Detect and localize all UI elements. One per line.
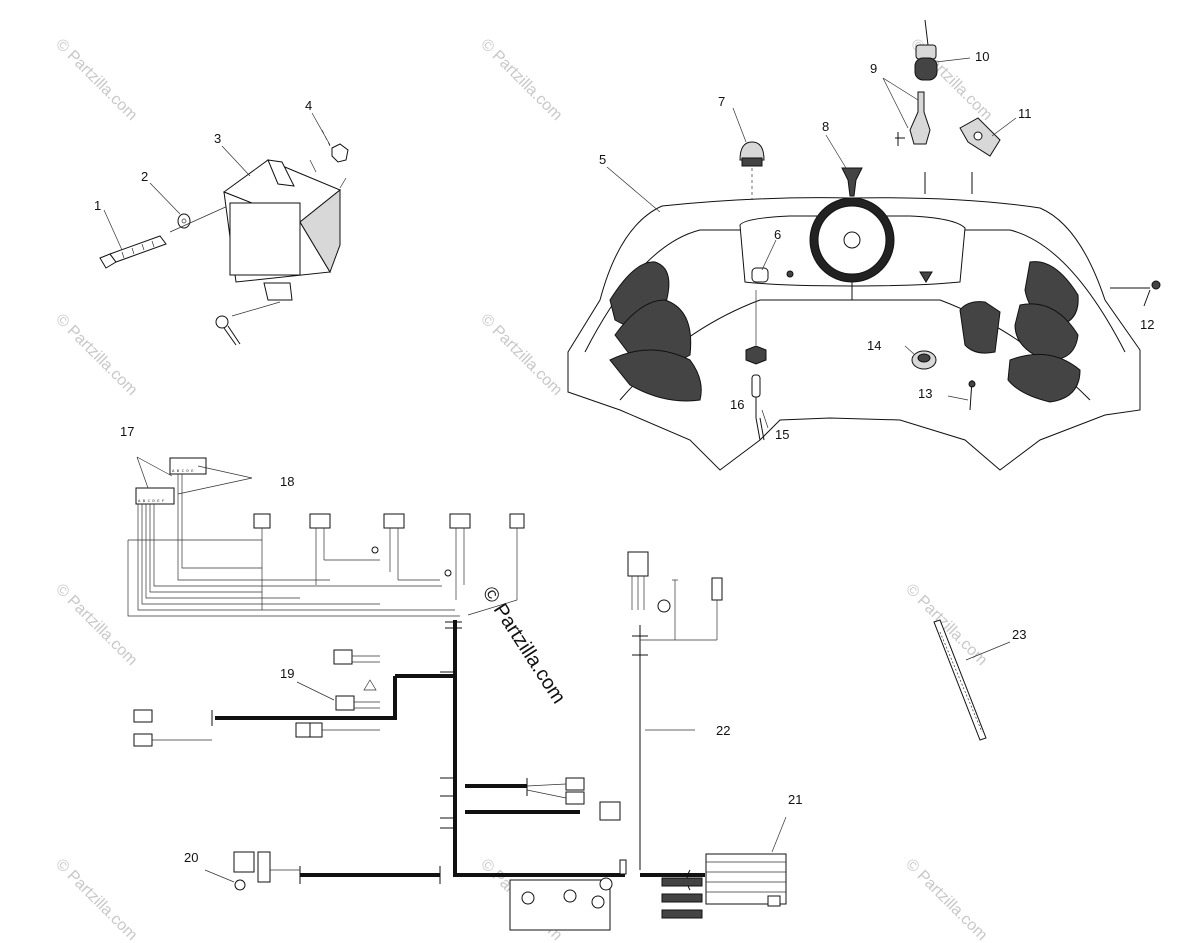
watermark-tile: © Partzilla.com bbox=[902, 856, 990, 943]
knob-part bbox=[739, 141, 765, 200]
callout-22: 22 bbox=[716, 723, 730, 738]
cable-tie-part bbox=[933, 619, 987, 741]
switch-part bbox=[745, 345, 767, 365]
callout-15: 15 bbox=[775, 427, 789, 442]
right-vent bbox=[1007, 353, 1081, 403]
ring-terminal-part bbox=[215, 301, 281, 346]
end-connectors bbox=[686, 853, 787, 907]
callout-13: 13 bbox=[918, 386, 932, 401]
push-rivet-part bbox=[841, 167, 863, 197]
key-part bbox=[895, 91, 931, 146]
ignition-switch-part bbox=[914, 19, 938, 81]
main-harness bbox=[133, 551, 787, 931]
callout-23: 23 bbox=[1012, 627, 1026, 642]
plug-connector bbox=[711, 577, 723, 601]
watermark-tile: © Partzilla.com bbox=[477, 36, 565, 124]
callout-19: 19 bbox=[280, 666, 294, 681]
leader-lines bbox=[103, 57, 1017, 883]
callout-20: 20 bbox=[184, 850, 198, 865]
watermark-tile: © Partzilla.com bbox=[52, 581, 140, 669]
callout-9: 9 bbox=[870, 61, 877, 76]
callout-10: 10 bbox=[975, 49, 989, 64]
callout-labels: 1 2 3 4 5 6 7 8 9 10 11 12 13 14 15 16 1… bbox=[94, 49, 1154, 865]
callout-2: 2 bbox=[141, 169, 148, 184]
plug-connector bbox=[627, 551, 649, 577]
plug-connector bbox=[309, 722, 323, 738]
watermark-main: © Partzilla.com bbox=[478, 583, 570, 708]
callout-8: 8 bbox=[822, 119, 829, 134]
plug-connector bbox=[295, 722, 311, 738]
plug-connector bbox=[133, 733, 153, 747]
connector-harness: A B C D E A B C D E F bbox=[127, 457, 525, 617]
callout-5: 5 bbox=[599, 152, 606, 167]
callout-21: 21 bbox=[788, 792, 802, 807]
plug-connector bbox=[309, 513, 380, 585]
plug-connector bbox=[467, 513, 525, 616]
watermark-tile: © Partzilla.com bbox=[52, 36, 140, 124]
right-vent bbox=[1014, 303, 1079, 361]
plug-connector bbox=[565, 791, 585, 805]
module-assembly bbox=[99, 129, 349, 346]
watermark-tile: © Partzilla.com bbox=[52, 856, 140, 943]
hood-assembly bbox=[567, 19, 1161, 471]
nut-part bbox=[331, 143, 349, 163]
callout-11: 11 bbox=[1018, 106, 1032, 121]
bolt-part bbox=[99, 235, 167, 269]
callout-17: 17 bbox=[120, 424, 134, 439]
plug-connector bbox=[253, 513, 271, 610]
svg-text:A B C D E: A B C D E bbox=[172, 470, 194, 474]
plug-connector bbox=[133, 709, 153, 723]
callout-4: 4 bbox=[305, 98, 312, 113]
callout-6: 6 bbox=[774, 227, 781, 242]
plug-connector bbox=[383, 513, 440, 581]
callout-14: 14 bbox=[867, 338, 881, 353]
watermark-tile: © Partzilla.com bbox=[902, 581, 990, 669]
bulb-part bbox=[751, 374, 765, 441]
watermark-tile: © Partzilla.com bbox=[477, 311, 565, 399]
clip-part bbox=[968, 379, 976, 411]
callout-1: 1 bbox=[94, 198, 101, 213]
plug-connector bbox=[449, 513, 471, 600]
watermark-tile: © Partzilla.com bbox=[52, 311, 140, 399]
plug-connector bbox=[599, 801, 621, 821]
callout-18: 18 bbox=[280, 474, 294, 489]
svg-text:A B C D E F: A B C D E F bbox=[138, 500, 165, 504]
callout-7: 7 bbox=[718, 94, 725, 109]
plug-connector bbox=[565, 777, 585, 791]
ground-terminal bbox=[233, 851, 300, 891]
callout-3: 3 bbox=[214, 131, 221, 146]
left-vent bbox=[609, 349, 702, 402]
relay-connector bbox=[333, 649, 380, 711]
fuse-block bbox=[509, 859, 703, 931]
harness-wires bbox=[127, 474, 460, 617]
callout-12: 12 bbox=[1140, 317, 1154, 332]
gauge-part bbox=[809, 197, 895, 300]
screw-part bbox=[1110, 280, 1161, 307]
cdi-module-part bbox=[222, 159, 341, 301]
callout-16: 16 bbox=[730, 397, 744, 412]
